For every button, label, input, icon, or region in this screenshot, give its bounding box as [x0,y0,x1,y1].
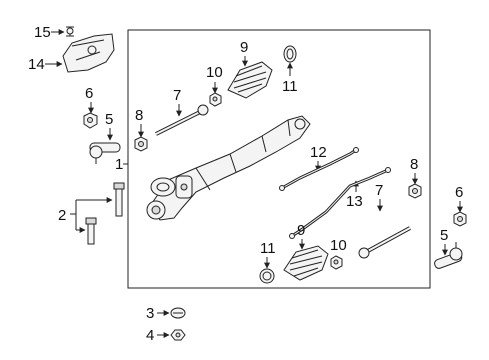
callout-14: 14 [28,56,45,73]
part-6-nut-right [453,211,467,227]
callout-15: 15 [34,24,51,41]
part-2-bolt-long [113,182,125,217]
part-9-boot-top [227,61,273,99]
assembly-frame [127,29,431,289]
callout-9-bottom: 9 [297,222,305,239]
callout-10-bottom: 10 [330,237,347,254]
callout-2: 2 [58,207,66,224]
part-10-clamp-top [209,92,222,107]
callout-10-top: 10 [206,64,223,81]
part-6-nut-left [83,112,98,129]
callout-7-top: 7 [173,87,181,104]
callout-12: 12 [310,144,327,161]
part-9-boot-bottom [283,245,329,281]
callout-11-bottom: 11 [260,240,276,257]
part-7-inner-tie-rod-top [155,104,209,136]
callout-7-right: 7 [375,182,383,199]
part-1-steering-gear-housing [146,115,311,221]
callout-4: 4 [146,327,154,344]
callout-6-right: 6 [455,184,463,201]
part-8-nut-right [408,183,422,199]
part-11-ring-top [283,45,297,63]
callout-11-top: 11 [282,78,298,95]
part-5-tie-rod-end-right [434,242,463,269]
callout-9-top: 9 [240,39,248,56]
part-13-tube [289,167,391,239]
part-8-nut-top [134,136,148,152]
part-11-ring-bottom [259,268,275,284]
part-3-clip [170,307,186,319]
part-4-nut [170,329,186,341]
part-14-heat-shield [62,33,115,73]
callout-8-top: 8 [135,107,143,124]
part-2-bolt-short [85,217,97,245]
part-5-tie-rod-end-left [89,142,121,164]
callout-5-left: 5 [105,111,113,128]
part-15-clip [66,26,74,37]
callout-3: 3 [146,305,154,322]
callout-5-right: 5 [440,227,448,244]
callout-6-left: 6 [85,85,93,102]
callout-13: 13 [346,193,363,210]
callout-1: 1 [115,156,123,173]
part-12-tube [279,147,359,191]
part-10-clamp-bottom [330,255,343,270]
callout-8-right: 8 [410,156,418,173]
part-7-inner-tie-rod-right [358,226,411,259]
